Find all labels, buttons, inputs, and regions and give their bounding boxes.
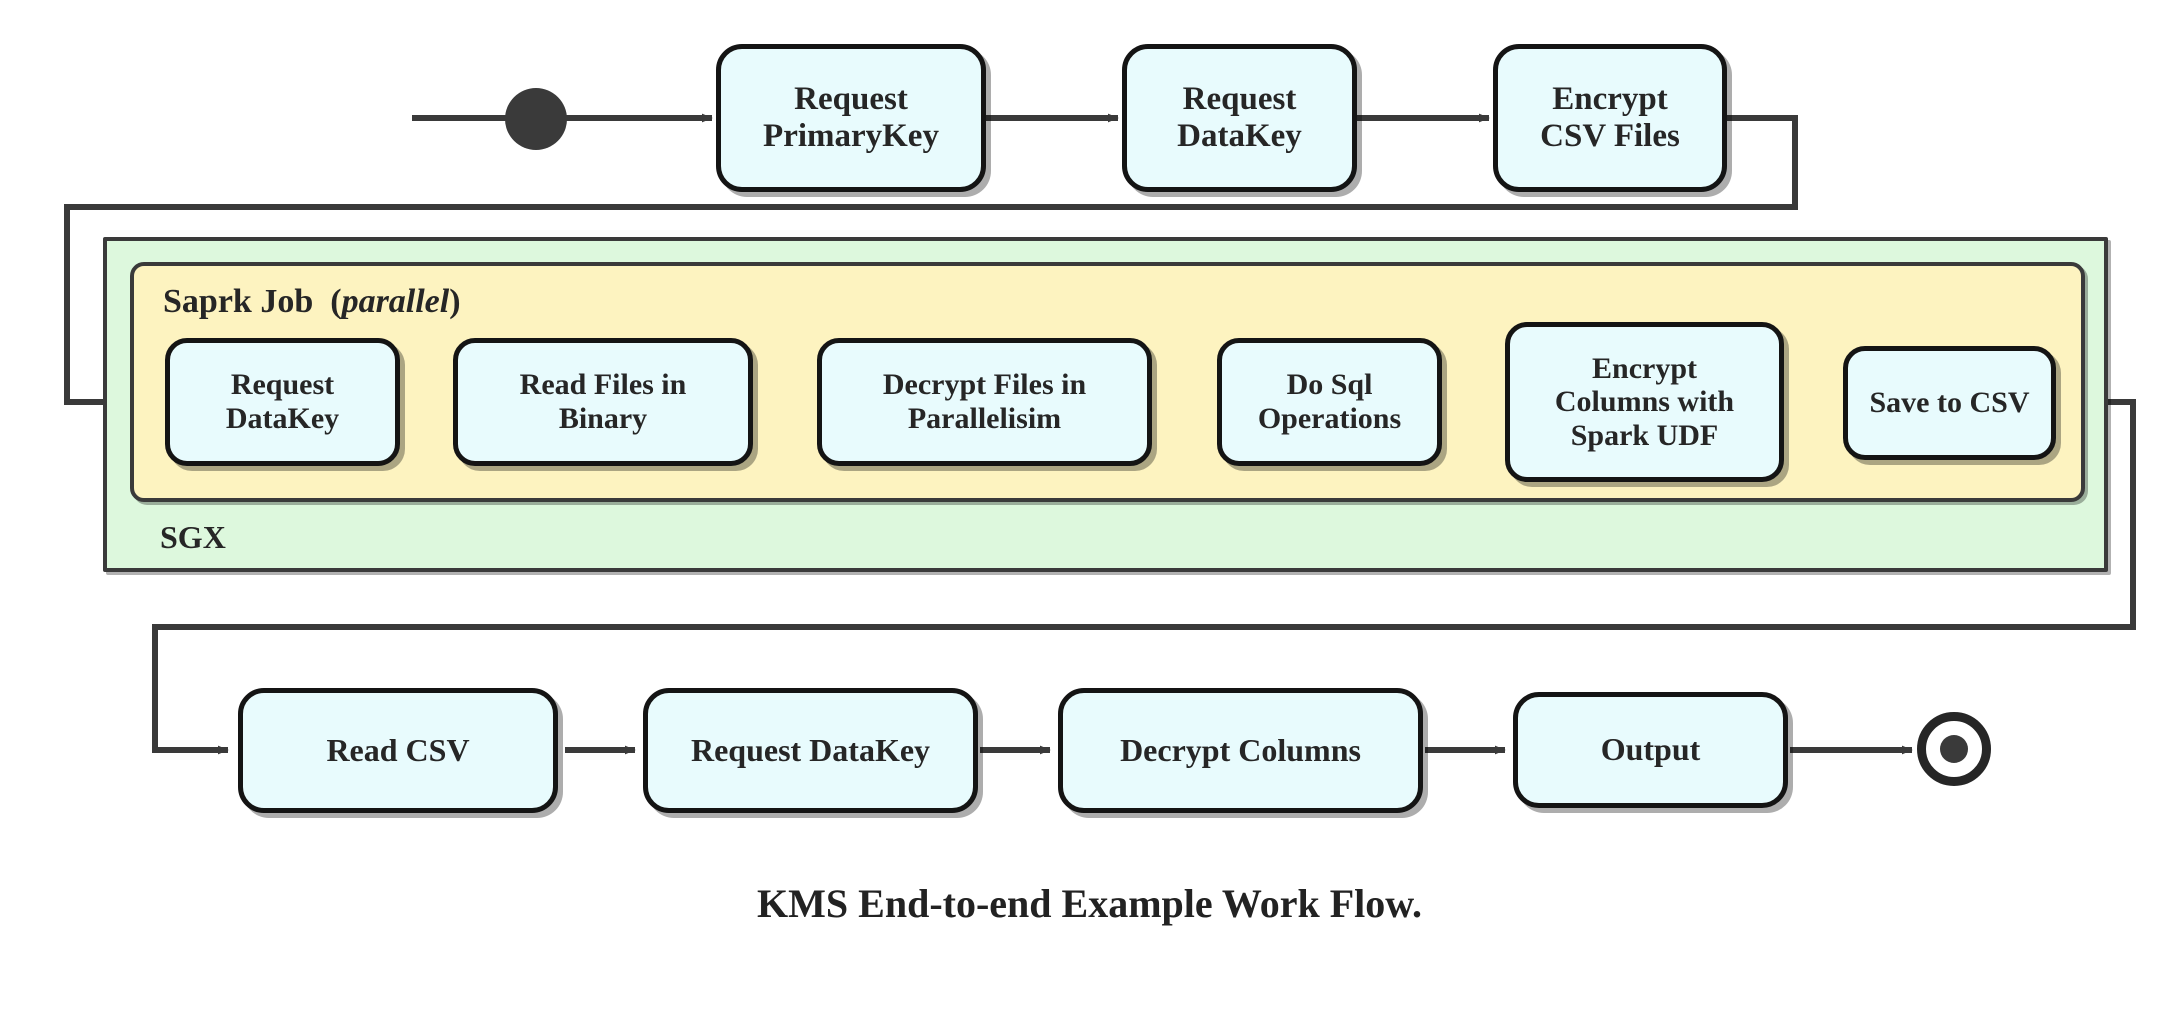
node-label-line: Request [794, 81, 908, 118]
node-label-line: Read CSV [326, 731, 470, 768]
node-label-line: PrimaryKey [763, 118, 939, 154]
node-label-line: CSV Files [1540, 118, 1680, 154]
node-label-line: Output [1600, 731, 1701, 768]
paren-open: ( [330, 283, 342, 320]
node-label-line: Decrypt Columns [1120, 731, 1361, 768]
node-encrypt-csv-files[interactable]: Encrypt CSV Files [1493, 44, 1727, 192]
node-label-line: DataKey [225, 402, 340, 435]
node-label-line: Request DataKey [690, 731, 931, 768]
node-label-line: Save to CSV [1869, 386, 2030, 420]
node-label-line: Request [230, 368, 335, 402]
region-sgx-label: SGX [160, 519, 226, 555]
region-spark-job-label: Saprk Job (parallel) [163, 285, 461, 319]
spark-job-label-modifier: parallel [341, 283, 450, 320]
node-request-datakey-bottom[interactable]: Request DataKey [643, 688, 978, 813]
node-label-line: DataKey [1177, 118, 1302, 154]
node-encrypt-columns-with-spark-udf[interactable]: Encrypt Columns with Spark UDF [1505, 322, 1784, 482]
node-label-line: Columns with [1554, 385, 1735, 419]
node-label-line: Spark UDF [1570, 418, 1719, 452]
node-label-line: Request [1182, 81, 1297, 118]
node-decrypt-files-in-parallelisim[interactable]: Decrypt Files in Parallelisim [817, 338, 1152, 466]
node-output[interactable]: Output [1513, 692, 1788, 808]
node-save-to-csv[interactable]: Save to CSV [1843, 346, 2056, 460]
final-state-inner-dot [1940, 735, 1968, 763]
final-state [1917, 712, 1991, 786]
node-label-line: Encrypt [1552, 81, 1668, 118]
paren-close: ) [449, 283, 461, 320]
diagram-caption: KMS End-to-end Example Work Flow. [757, 881, 1422, 926]
node-label-line: Read Files in [519, 368, 687, 402]
node-read-csv[interactable]: Read CSV [238, 688, 558, 813]
node-request-datakey-spark[interactable]: Request DataKey [165, 338, 400, 466]
node-decrypt-columns[interactable]: Decrypt Columns [1058, 688, 1423, 813]
node-label-line: Encrypt [1592, 351, 1697, 385]
spark-job-label-text: Saprk Job [163, 283, 314, 320]
node-read-files-in-binary[interactable]: Read Files in Binary [453, 338, 753, 466]
node-label-line: Decrypt Files in [882, 368, 1087, 402]
node-do-sql-operations[interactable]: Do Sql Operations [1217, 338, 1442, 466]
node-label-line: Binary [558, 402, 648, 435]
node-request-datakey-top[interactable]: Request DataKey [1122, 44, 1357, 192]
node-label-line: Operations [1257, 402, 1402, 435]
node-label-line: Parallelisim [907, 402, 1062, 435]
node-request-primarykey[interactable]: Request PrimaryKey [716, 44, 986, 192]
start-state [505, 88, 567, 150]
node-label-line: Do Sql [1286, 368, 1373, 402]
